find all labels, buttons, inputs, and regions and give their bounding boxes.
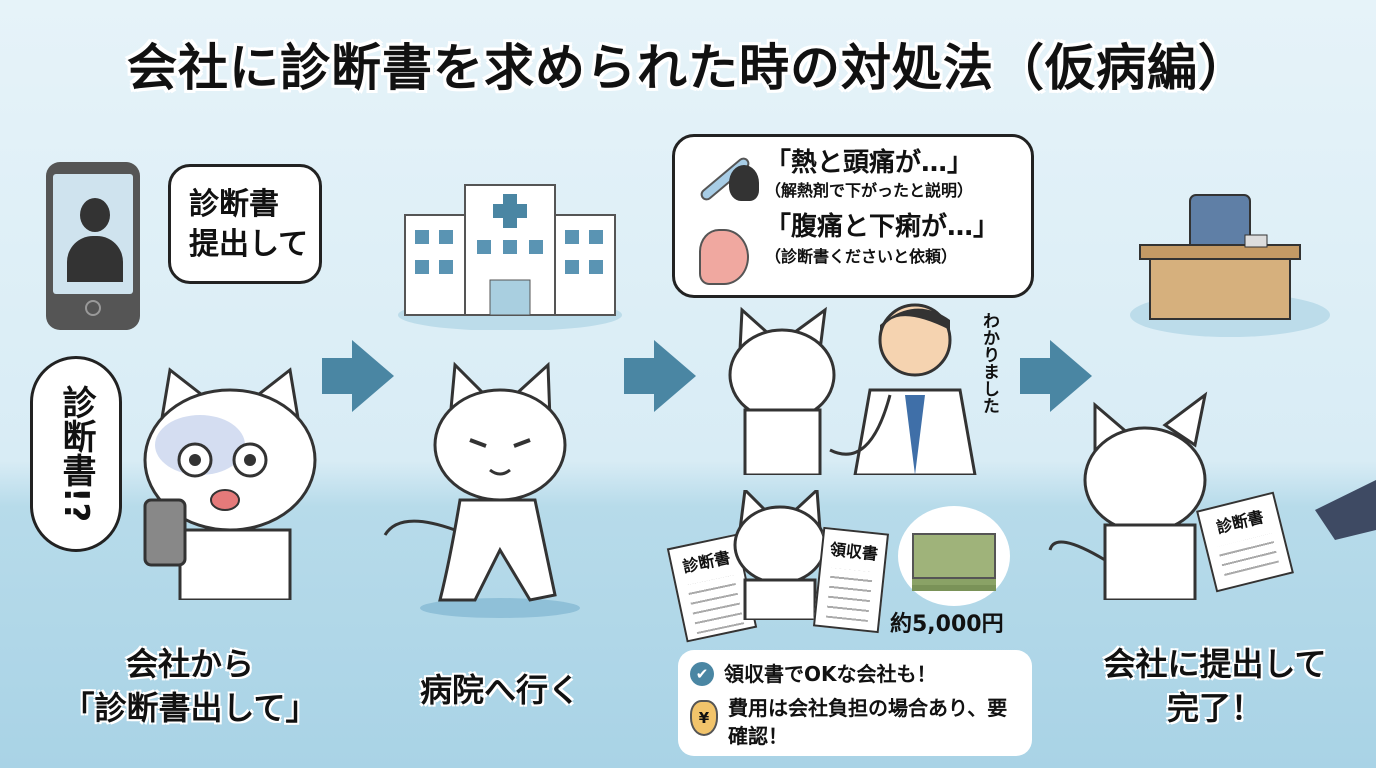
cost-label: 約5,000円 xyxy=(890,612,1004,637)
arrow-right-icon xyxy=(624,340,696,412)
symptom-note: （解熱剤で下がったと説明） xyxy=(765,181,974,200)
stomach-icon xyxy=(699,229,749,285)
caption-line: 会社から xyxy=(125,645,254,683)
page-title: 会社に診断書を求められた時の対処法（仮病編） xyxy=(127,39,1249,97)
happy-cat-illustration xyxy=(733,490,827,620)
submitting-cat-illustration xyxy=(1048,391,1376,600)
symptom-note: （診断書くださいと依頼） xyxy=(765,247,958,266)
check-icon: ✔ xyxy=(690,662,714,686)
bubble-text: 診断書!? xyxy=(56,385,96,523)
worried-cat-illustration xyxy=(143,367,317,600)
explanation-speech-bubble: 「熱と頭痛が…」 （解熱剤で下がったと説明） 「腹痛と下痢が…」 （診断書くださ… xyxy=(672,134,1034,298)
tip-item: ✔ 領収書でOKな会社も！ xyxy=(690,660,1032,688)
caption-line: 「診断書出して」 xyxy=(62,689,318,727)
tips-box: ✔ 領収書でOKな会社も！ ¥ 費用は会社負担の場合あり、要確認！ xyxy=(678,650,1032,756)
caption-line: 会社に提出して xyxy=(1103,645,1327,683)
cat-shock-bubble: 診断書!? xyxy=(30,356,122,552)
step2-caption: 病院へ行く xyxy=(419,671,580,709)
phone-speech-bubble: 診断書 提出して xyxy=(168,164,322,284)
document-label: 診断書 xyxy=(1214,507,1266,538)
arrow-right-icon xyxy=(322,340,394,412)
caption-line: 完了！ xyxy=(1166,689,1263,727)
hospital-icon xyxy=(398,184,622,330)
phone-icon xyxy=(46,162,140,330)
receipt-document: 領収書 xyxy=(812,526,890,634)
tip-text: 領収書でOKな会社も！ xyxy=(724,662,937,686)
step1-caption: 会社から 「診断書出して」 xyxy=(40,642,340,730)
tip-text: 費用は会社負担の場合あり、要確認！ xyxy=(728,696,1008,748)
thermometer-headache-icon xyxy=(689,151,761,207)
bubble-line: 診断書 xyxy=(189,187,279,222)
step4-caption: 会社に提出して 完了！ xyxy=(1070,642,1360,730)
money-bag-icon: ¥ xyxy=(690,700,718,736)
tip-item: ¥ 費用は会社負担の場合あり、要確認！ xyxy=(690,694,1032,750)
cash-stack-icon xyxy=(898,506,1010,606)
arrow-right-icon xyxy=(1020,340,1092,412)
cat-and-doctor-illustration xyxy=(728,303,977,475)
document-label: 領収書 xyxy=(829,539,879,564)
walking-cat-illustration xyxy=(383,361,580,618)
symptom-quote: 「熱と頭痛が…」 xyxy=(765,148,974,178)
office-desk-icon xyxy=(1130,194,1330,337)
bubble-line: 提出して xyxy=(189,227,309,262)
symptom-quote: 「腹痛と下痢が…」 xyxy=(765,212,1000,242)
doctor-speech: わかりました xyxy=(979,312,999,414)
